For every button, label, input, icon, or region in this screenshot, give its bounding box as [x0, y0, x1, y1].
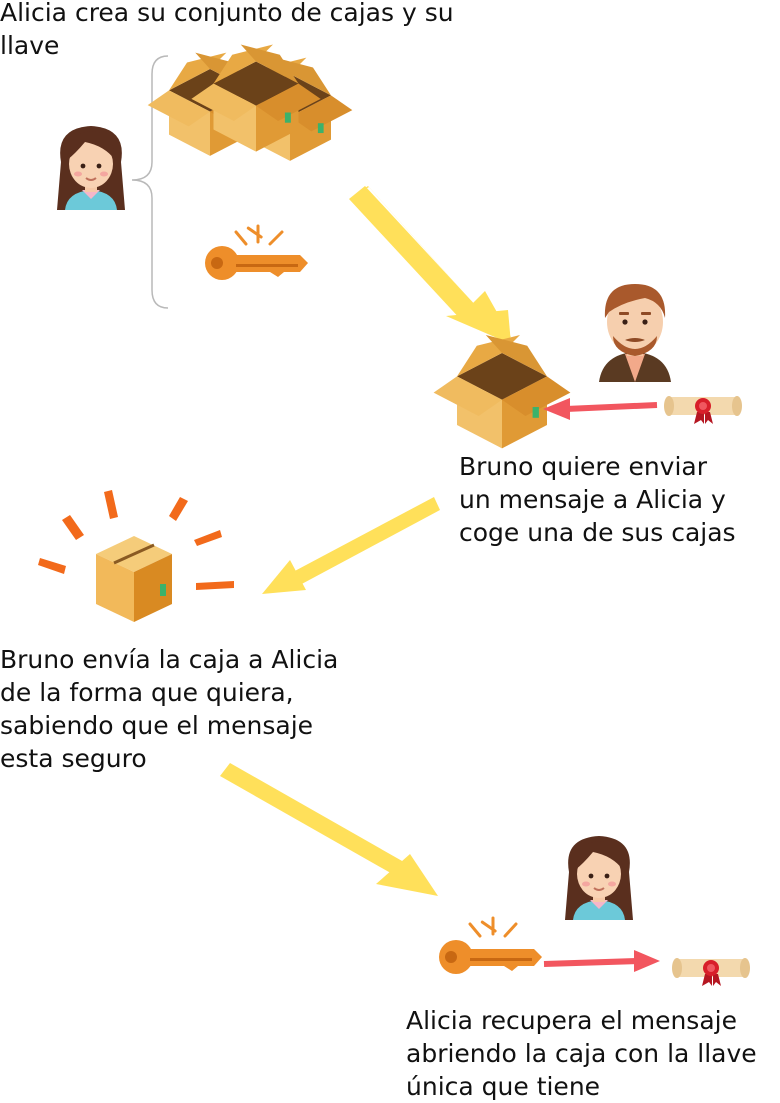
- scroll-message-icon: [664, 396, 742, 424]
- key-icon: [437, 919, 544, 976]
- message-arrow: [543, 398, 658, 420]
- flow-arrow-1-shaft: [349, 186, 479, 322]
- step-3-caption: Bruno envía la caja a Alicia de la forma…: [0, 645, 339, 773]
- flow-arrow-1-head: [446, 310, 511, 344]
- flow-arrow-3-head: [376, 854, 438, 896]
- key-sparkle-icon: [468, 916, 518, 938]
- alicia-avatar-icon: [56, 125, 126, 211]
- flow-arrow-3-shaft: [220, 763, 418, 884]
- step-4-caption: Alicia recupera el mensaje abriendo la c…: [406, 1006, 757, 1101]
- box-icon: [433, 335, 571, 449]
- step-1-caption: Alicia crea su conjunto de cajas y su ll…: [0, 0, 454, 60]
- alicia-avatar-icon: [564, 835, 634, 921]
- message-arrow: [543, 950, 660, 972]
- step-2-caption: Bruno quiere enviar un mensaje a Alicia …: [459, 452, 736, 547]
- brace-icon: [131, 55, 169, 309]
- scroll-message-icon: [672, 958, 750, 986]
- key-sparkle-icon: [234, 224, 284, 246]
- flow-arrow-2-shaft: [291, 497, 440, 586]
- bruno-avatar-icon: [599, 284, 671, 382]
- box-icon: [94, 534, 174, 624]
- flow-arrow-2-head: [262, 560, 306, 594]
- confetti-icon: [38, 490, 234, 590]
